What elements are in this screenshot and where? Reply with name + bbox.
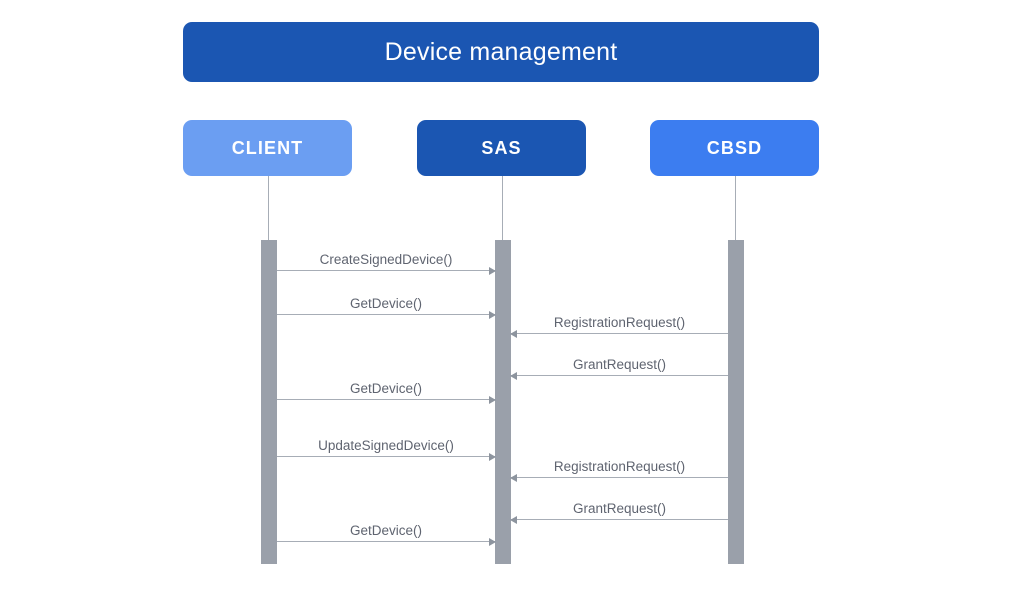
- arrowhead-right-icon: [489, 266, 496, 275]
- arrowhead-left-icon: [510, 473, 517, 482]
- message-label: UpdateSignedDevice(): [318, 438, 454, 453]
- message-arrow: CreateSignedDevice(): [277, 252, 496, 275]
- participant-label-sas: SAS: [481, 137, 522, 158]
- arrowhead-left-icon: [510, 329, 517, 338]
- arrowhead-left-icon: [510, 371, 517, 380]
- activation-bar-client: [261, 240, 277, 564]
- arrowhead-left-icon: [510, 515, 517, 524]
- lifeline-sas: [502, 176, 503, 240]
- participant-label-client: CLIENT: [231, 137, 304, 158]
- message-label: RegistrationRequest(): [553, 459, 686, 474]
- arrowhead-right-icon: [489, 537, 496, 546]
- participant-label-cbsd: CBSD: [706, 137, 763, 158]
- message-arrow: GrantRequest(): [510, 501, 728, 524]
- diagram-title-banner: Device management: [183, 22, 819, 82]
- arrowhead-right-icon: [489, 452, 496, 461]
- message-arrow: RegistrationRequest(): [510, 315, 728, 338]
- message-label: GrantRequest(): [572, 501, 667, 516]
- arrowhead-right-icon: [489, 310, 496, 319]
- participant-box-client[interactable]: CLIENT: [183, 120, 352, 176]
- page-title: Device management: [384, 37, 618, 66]
- message-arrow: UpdateSignedDevice(): [277, 438, 496, 461]
- message-label: RegistrationRequest(): [553, 315, 686, 330]
- message-arrow: RegistrationRequest(): [510, 459, 728, 482]
- arrowhead-right-icon: [489, 395, 496, 404]
- message-arrow: GetDevice(): [277, 381, 496, 404]
- message-label: CreateSignedDevice(): [319, 252, 453, 267]
- message-label: GetDevice(): [349, 296, 422, 311]
- message-label: GetDevice(): [349, 523, 422, 538]
- activation-bar-sas: [495, 240, 511, 564]
- message-label: GetDevice(): [349, 381, 422, 396]
- lifeline-client: [268, 176, 269, 240]
- message-arrow: GrantRequest(): [510, 357, 728, 380]
- message-arrow: GetDevice(): [277, 296, 496, 319]
- participant-box-sas[interactable]: SAS: [417, 120, 586, 176]
- message-arrow: GetDevice(): [277, 523, 496, 546]
- lifeline-cbsd: [735, 176, 736, 240]
- activation-bar-cbsd: [728, 240, 744, 564]
- participant-box-cbsd[interactable]: CBSD: [650, 120, 819, 176]
- message-label: GrantRequest(): [572, 357, 667, 372]
